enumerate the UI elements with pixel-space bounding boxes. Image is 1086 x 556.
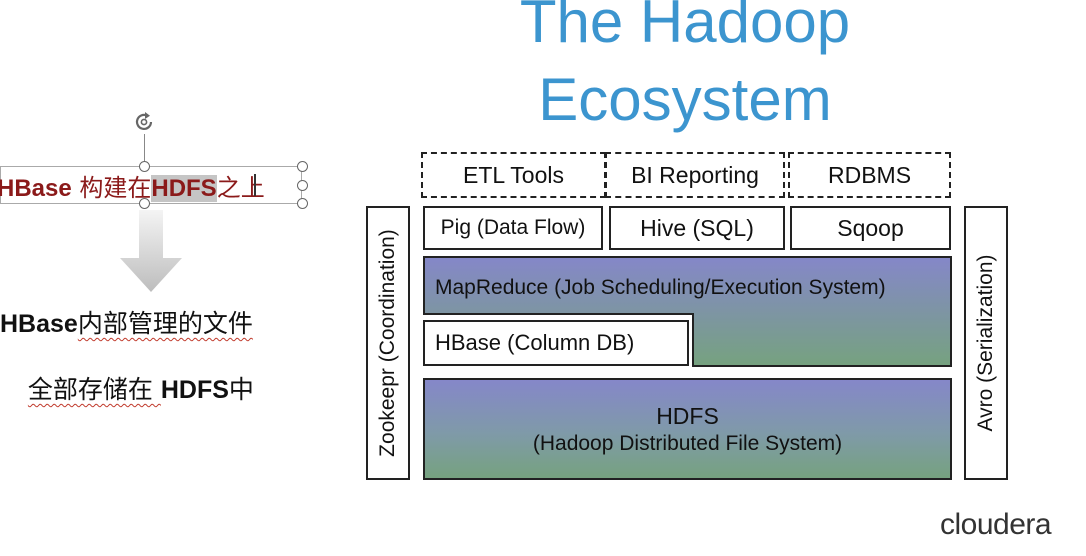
annotation-in: 中	[228, 375, 254, 404]
hdfs-layer: HDFS (Hadoop Distributed File System)	[423, 378, 952, 480]
annotation-textbox[interactable]: HBase 构建在HDFS之上	[0, 166, 302, 204]
handle-middle-right[interactable]	[297, 180, 308, 191]
annotation-hbase-word-2: HBase	[0, 310, 78, 338]
cloudera-logo: cloudera	[940, 508, 1080, 542]
cloudera-logo-text: cloudera	[940, 508, 1052, 541]
annotation-managed-files: 内部管理的文件	[77, 309, 253, 338]
pig-box: Pig (Data Flow)	[423, 206, 603, 250]
slide-title-line2: Ecosystem	[538, 66, 832, 133]
slide-title-line1: The Hadoop	[519, 0, 851, 55]
mapreduce-layer: MapReduce (Job Scheduling/Execution Syst…	[423, 256, 952, 367]
annotation-stored-in: 全部存储在	[27, 375, 161, 404]
handle-top-right[interactable]	[297, 161, 308, 172]
avro-column	[964, 206, 1008, 480]
handle-bottom-middle[interactable]	[139, 198, 150, 209]
annotation-on-top: 之上	[216, 173, 265, 202]
annotation-bottom-line2: 全部存储在 HDFS中	[14, 341, 304, 406]
handle-bottom-right[interactable]	[297, 198, 308, 209]
rotate-handle-icon[interactable]	[132, 110, 156, 134]
zookeeper-column	[366, 206, 410, 480]
annotation-built-on: 构建在	[71, 173, 152, 202]
etl-tools-box: ETL Tools	[421, 152, 606, 198]
zookeeper-label: Zookeepr (Coordination)	[376, 229, 399, 457]
annotation-hbase-word: HBase	[0, 174, 72, 202]
hdfs-subtitle: (Hadoop Distributed File System)	[532, 431, 843, 455]
sqoop-box: Sqoop	[790, 206, 951, 250]
down-arrow-icon	[120, 210, 182, 292]
hdfs-title: HDFS	[656, 402, 719, 429]
selection-connector	[144, 134, 145, 164]
annotation-top-text: HBase 构建在HDFS之上	[0, 168, 265, 203]
avro-label: Avro (Serialization)	[974, 254, 997, 432]
handle-top-middle[interactable]	[139, 161, 150, 172]
bi-reporting-box: BI Reporting	[605, 152, 785, 198]
annotation-bottom-line1: HBase内部管理的文件	[0, 304, 300, 340]
hbase-box: HBase (Column DB)	[423, 320, 689, 366]
hive-box: Hive (SQL)	[609, 206, 785, 250]
rdbms-box: RDBMS	[788, 152, 951, 198]
text-cursor-icon	[254, 174, 256, 196]
mapreduce-label: MapReduce (Job Scheduling/Execution Syst…	[435, 276, 886, 299]
annotation-hdfs-word-2: HDFS	[160, 376, 229, 404]
annotation-hdfs-word: HDFS	[151, 174, 217, 202]
